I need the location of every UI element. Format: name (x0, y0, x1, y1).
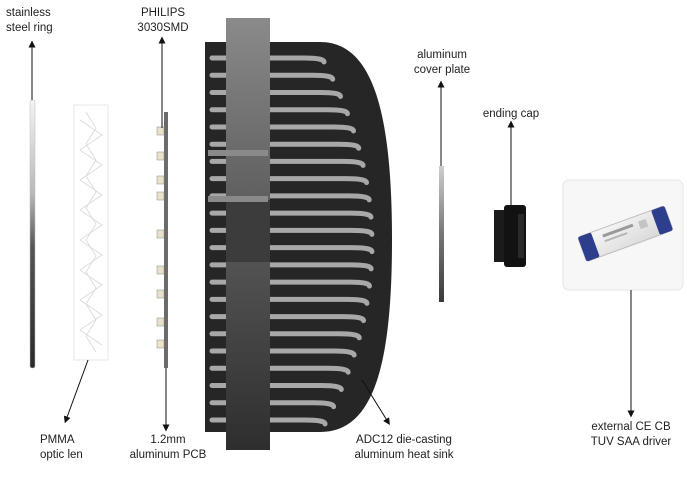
heat-sink-fin (209, 107, 350, 117)
heat-sink-fin (209, 417, 328, 427)
steel-ring-part (29, 99, 36, 369)
heat-sink-fin (209, 72, 336, 82)
heat-sink-fin (209, 89, 343, 99)
heat-sink-fin (209, 124, 356, 134)
heat-sink-fin (209, 262, 374, 272)
heat-sink-fin (209, 348, 357, 358)
heat-sink-fin (209, 296, 370, 306)
label-leds: PHILIPS 3030SMD (137, 7, 189, 34)
heat-sink-fin (209, 314, 367, 324)
heat-sink-fin (209, 331, 362, 341)
heat-sink-fin (209, 141, 362, 151)
heat-sink-fin (209, 365, 351, 375)
ending-cap-part (494, 205, 526, 267)
label-cover-plate: aluminum cover plate (413, 49, 471, 76)
label-steel-ring: stainless steel ring (6, 7, 53, 34)
label-heat-sink: ADC12 die-casting aluminum heat sink (354, 434, 454, 461)
arrow-line-icon (28, 36, 635, 432)
heat-sink-fin (209, 176, 370, 186)
heat-sink-fin (209, 245, 375, 255)
heat-sink-fin (209, 400, 337, 410)
heat-sink-fin (209, 227, 375, 237)
heat-sink-fin (209, 158, 366, 168)
label-optic-lens: PMMA optic len (40, 434, 83, 461)
pcb-part (156, 112, 168, 368)
heat-sink-fin (209, 193, 372, 203)
heat-sink-fin (209, 55, 327, 65)
heat-sink-fin (209, 279, 372, 289)
heat-sink-fin (209, 210, 374, 220)
led-chip-icon (156, 126, 165, 349)
led-driver-illustration (562, 179, 684, 291)
label-ending-cap: ending cap (482, 108, 540, 120)
label-pcb: 1.2mm aluminum PCB (129, 434, 207, 461)
label-driver: external CE CB TUV SAA driver (590, 421, 672, 448)
cover-plate-part (439, 166, 444, 302)
heat-sink-fin (209, 383, 344, 393)
heat-sink-illustration (205, 18, 392, 450)
optic-lens-part (73, 104, 109, 361)
